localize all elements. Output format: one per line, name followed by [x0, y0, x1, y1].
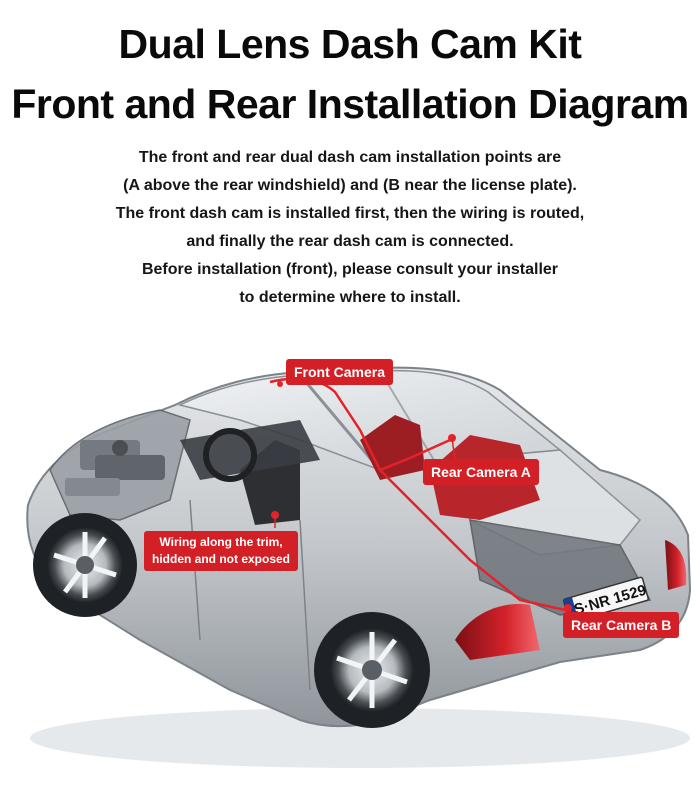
front-wheel — [33, 513, 137, 617]
car-cutaway-illustration: S·NR 1529 — [26, 366, 692, 768]
page-title-line-2: Front and Rear Installation Diagram — [11, 81, 689, 127]
ground-shadow — [30, 708, 690, 768]
tail-light-right — [665, 540, 687, 590]
wiring-callout: Wiring along the trim, hidden and not ex… — [144, 531, 299, 571]
steering-wheel — [203, 428, 257, 482]
rear-wheel — [314, 612, 430, 728]
front-camera-point — [277, 381, 283, 387]
rear-camera-a-callout: Rear Camera A — [423, 459, 539, 485]
description-line-4: and finally the rear dash cam is connect… — [186, 233, 514, 250]
engine-detail — [65, 440, 165, 496]
description-line-3: The front dash cam is installed first, t… — [115, 205, 585, 222]
b-pillar — [379, 370, 441, 471]
description-line-5: Before installation (front), please cons… — [141, 261, 559, 278]
description-line-2: (A above the rear windshield) and (B nea… — [123, 177, 577, 194]
page-title-line-1: Dual Lens Dash Cam Kit — [118, 21, 582, 67]
rear-camera-a-leader — [451, 437, 456, 461]
tail-light — [455, 604, 540, 660]
description-line-6: to determine where to install. — [239, 289, 461, 306]
description-line-1: The front and rear dual dash cam install… — [138, 149, 562, 166]
rear-camera-b-callout: Rear Camera B — [563, 612, 680, 638]
front-camera-callout: Front Camera — [286, 359, 394, 385]
roof-pillar — [298, 374, 382, 471]
wiring-callout-line-1: Wiring along the trim, — [159, 535, 283, 549]
wiring-callout-line-2: hidden and not exposed — [152, 552, 291, 566]
